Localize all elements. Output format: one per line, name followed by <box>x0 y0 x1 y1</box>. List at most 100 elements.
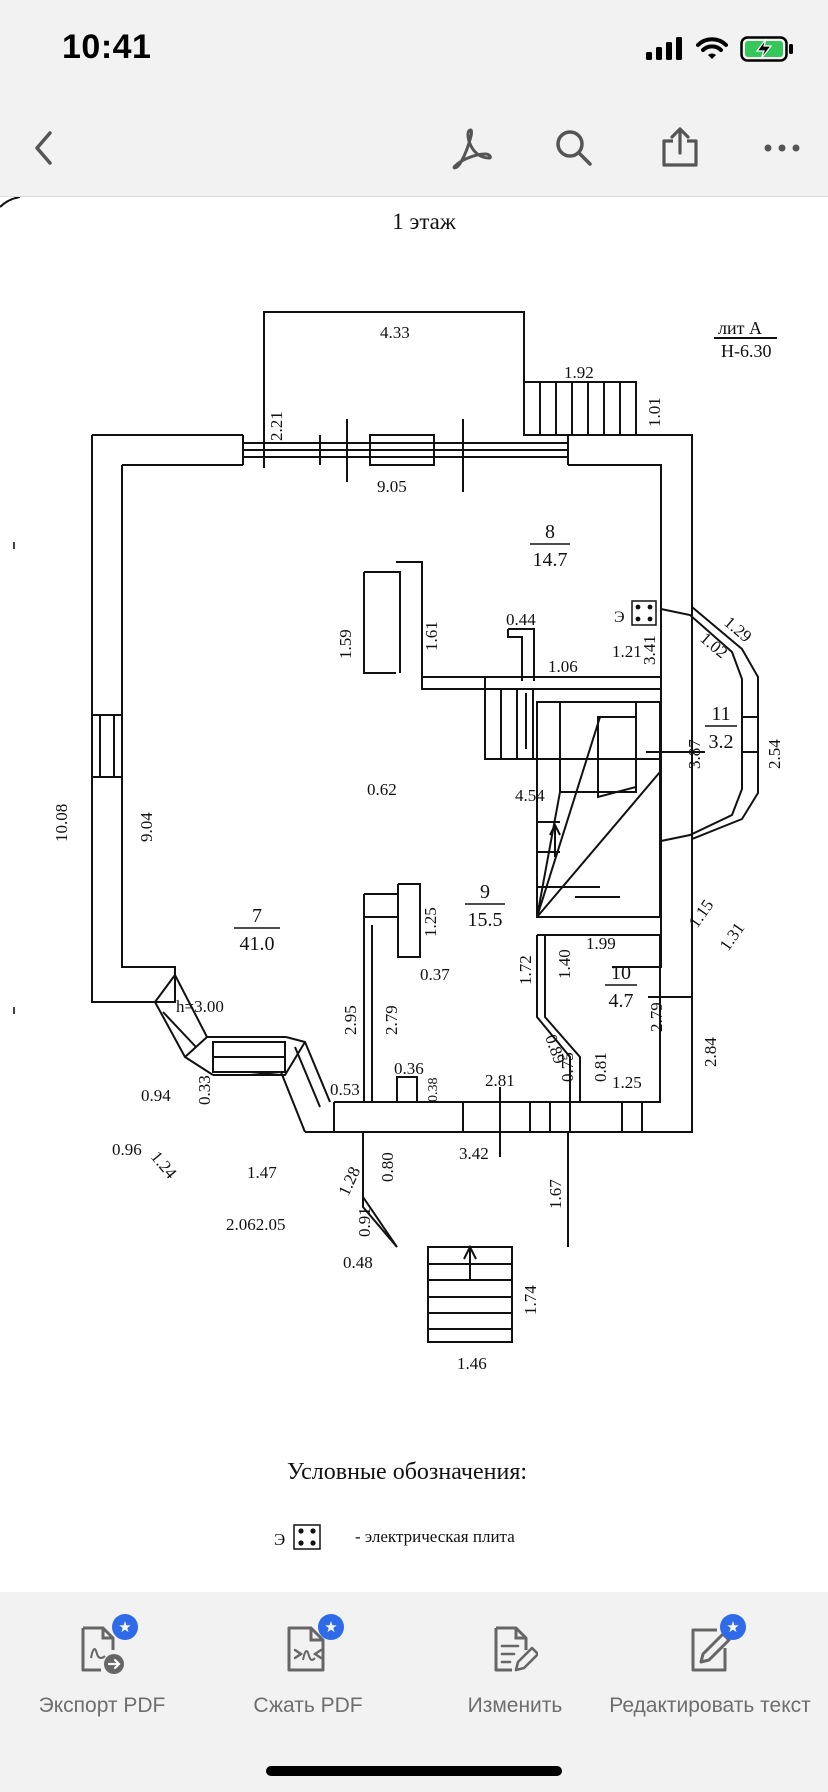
dim-label: 1.02 <box>696 629 731 663</box>
dim-label: 1.31 <box>716 919 749 954</box>
edit-document-button[interactable]: Изменить <box>455 1622 575 1718</box>
room-7-number: 7 <box>252 905 262 927</box>
room-11-area: 3.2 <box>709 731 734 753</box>
dim-label: 4.54 <box>515 786 545 805</box>
more-icon <box>764 144 800 152</box>
dim-label: 9.04 <box>137 812 156 842</box>
acrobat-icon <box>452 128 492 170</box>
dim-label: 0.37 <box>420 965 450 984</box>
status-bar: 10:41 <box>0 0 828 100</box>
dim-label: 2.54 <box>765 739 784 769</box>
export-pdf-button[interactable]: ★ Экспорт PDF <box>39 1614 165 1718</box>
back-button[interactable] <box>20 124 68 172</box>
dim-label: 1.74 <box>521 1285 540 1315</box>
dim-label: 2.062.05 <box>226 1215 286 1234</box>
dim-label: 2.79 <box>647 1002 666 1032</box>
dim-label: 10.08 <box>52 804 71 842</box>
dim-label: 0.53 <box>330 1080 360 1099</box>
status-icons <box>646 34 794 64</box>
dim-label: 1.46 <box>457 1354 487 1373</box>
dim-label: 3.87 <box>685 739 704 769</box>
status-time: 10:41 <box>62 28 152 66</box>
document-toolbar <box>0 100 828 197</box>
share-icon <box>662 127 698 167</box>
premium-star-icon: ★ <box>720 1614 746 1640</box>
export-pdf-icon <box>81 1626 124 1674</box>
dim-label: 1.06 <box>548 657 578 676</box>
compress-pdf-button[interactable]: ★ Сжать PDF <box>248 1614 368 1718</box>
export-pdf-label: Экспорт PDF <box>38 1694 166 1717</box>
edit-text-label: Редактировать текст <box>609 1694 811 1717</box>
edit-text-button[interactable]: ★ Редактировать текст <box>609 1614 811 1718</box>
dim-label: 4.33 <box>380 323 410 342</box>
legend-description: - электрическая плита <box>355 1527 515 1546</box>
room-8-number: 8 <box>545 521 555 543</box>
dim-label: 2.79 <box>382 1005 401 1035</box>
dim-label: 1.47 <box>247 1163 277 1182</box>
ceiling-height: h=3.00 <box>176 997 224 1016</box>
dim-label: 1.25 <box>421 907 440 937</box>
lit-label: лит А <box>718 318 762 338</box>
dim-label: 3.42 <box>459 1144 489 1163</box>
dim-label: 1.21 <box>612 642 642 661</box>
room-9-number: 9 <box>480 881 490 903</box>
battery-charging-icon <box>740 36 793 62</box>
compress-pdf-label: Сжать PDF <box>253 1694 363 1717</box>
compress-pdf-icon <box>287 1626 325 1672</box>
height-label: Н-6.30 <box>721 341 772 361</box>
dim-label: 0.44 <box>506 610 536 629</box>
chevron-left-icon <box>35 131 52 165</box>
dim-label: 0.62 <box>367 780 397 799</box>
dim-label: 1.59 <box>336 629 355 659</box>
room-7-area: 41.0 <box>240 933 275 955</box>
floor-title: 1 этаж <box>392 209 456 234</box>
share-button[interactable] <box>656 124 704 172</box>
dim-label: 0.91 <box>355 1207 374 1237</box>
home-indicator[interactable] <box>266 1766 562 1776</box>
dim-label: 0.80 <box>378 1152 397 1182</box>
premium-star-icon: ★ <box>112 1614 138 1640</box>
dim-label: 2.95 <box>341 1005 360 1035</box>
dim-label: 2.84 <box>701 1037 720 1067</box>
dim-label: 1.92 <box>564 363 594 382</box>
floor-plan-drawing: 1 этаж лит А Н-6.30 4.33 2.21 1.92 1.01 … <box>0 197 784 1550</box>
dim-label: 2.81 <box>485 1071 515 1090</box>
dim-label: 1.15 <box>685 896 718 931</box>
dim-label: 0.36 <box>394 1059 424 1078</box>
room-10-area: 4.7 <box>609 990 634 1012</box>
dim-label: 0.96 <box>112 1140 142 1159</box>
pdf-page[interactable]: 1 этаж лит А Н-6.30 4.33 2.21 1.92 1.01 … <box>0 197 828 1592</box>
dim-label: 0.94 <box>141 1086 171 1105</box>
legend-title: Условные обозначения: <box>287 1459 527 1485</box>
more-button[interactable] <box>758 124 806 172</box>
room-10-number: 10 <box>611 962 631 984</box>
dim-label: 0.81 <box>591 1052 610 1082</box>
cellular-signal-icon <box>646 37 682 60</box>
wifi-icon <box>696 37 728 59</box>
room-9-area: 15.5 <box>468 909 503 931</box>
dim-label: 1.72 <box>516 955 535 985</box>
dim-label: 1.61 <box>422 621 441 651</box>
edit-document-icon <box>494 1626 538 1672</box>
dim-label: 0.38 <box>426 1078 441 1103</box>
acrobat-button[interactable] <box>447 124 495 172</box>
room-8-area: 14.7 <box>533 549 568 571</box>
bottom-action-bar: ★ Экспорт PDF ★ Сжать PDF Изменить <box>0 1592 828 1792</box>
dim-label: 1.99 <box>586 934 616 953</box>
dim-label: 1.24 <box>147 1147 181 1182</box>
stove-symbol-label: Э <box>614 609 625 626</box>
dim-label: 0.48 <box>343 1253 373 1272</box>
dim-label: 1.28 <box>334 1164 364 1199</box>
room-11-number: 11 <box>711 703 730 725</box>
dim-label: 2.21 <box>267 411 286 441</box>
dim-label: 1.67 <box>546 1179 565 1209</box>
dim-label: 0.75 <box>558 1052 577 1082</box>
premium-star-icon: ★ <box>318 1614 344 1640</box>
dim-label: 3.41 <box>640 635 659 665</box>
dim-label: 1.01 <box>645 397 664 427</box>
dim-label: 0.33 <box>195 1075 214 1105</box>
dim-label: 9.05 <box>377 477 407 496</box>
search-button[interactable] <box>550 124 598 172</box>
dim-label: 1.29 <box>720 613 755 647</box>
dim-label: 1.40 <box>555 949 574 979</box>
